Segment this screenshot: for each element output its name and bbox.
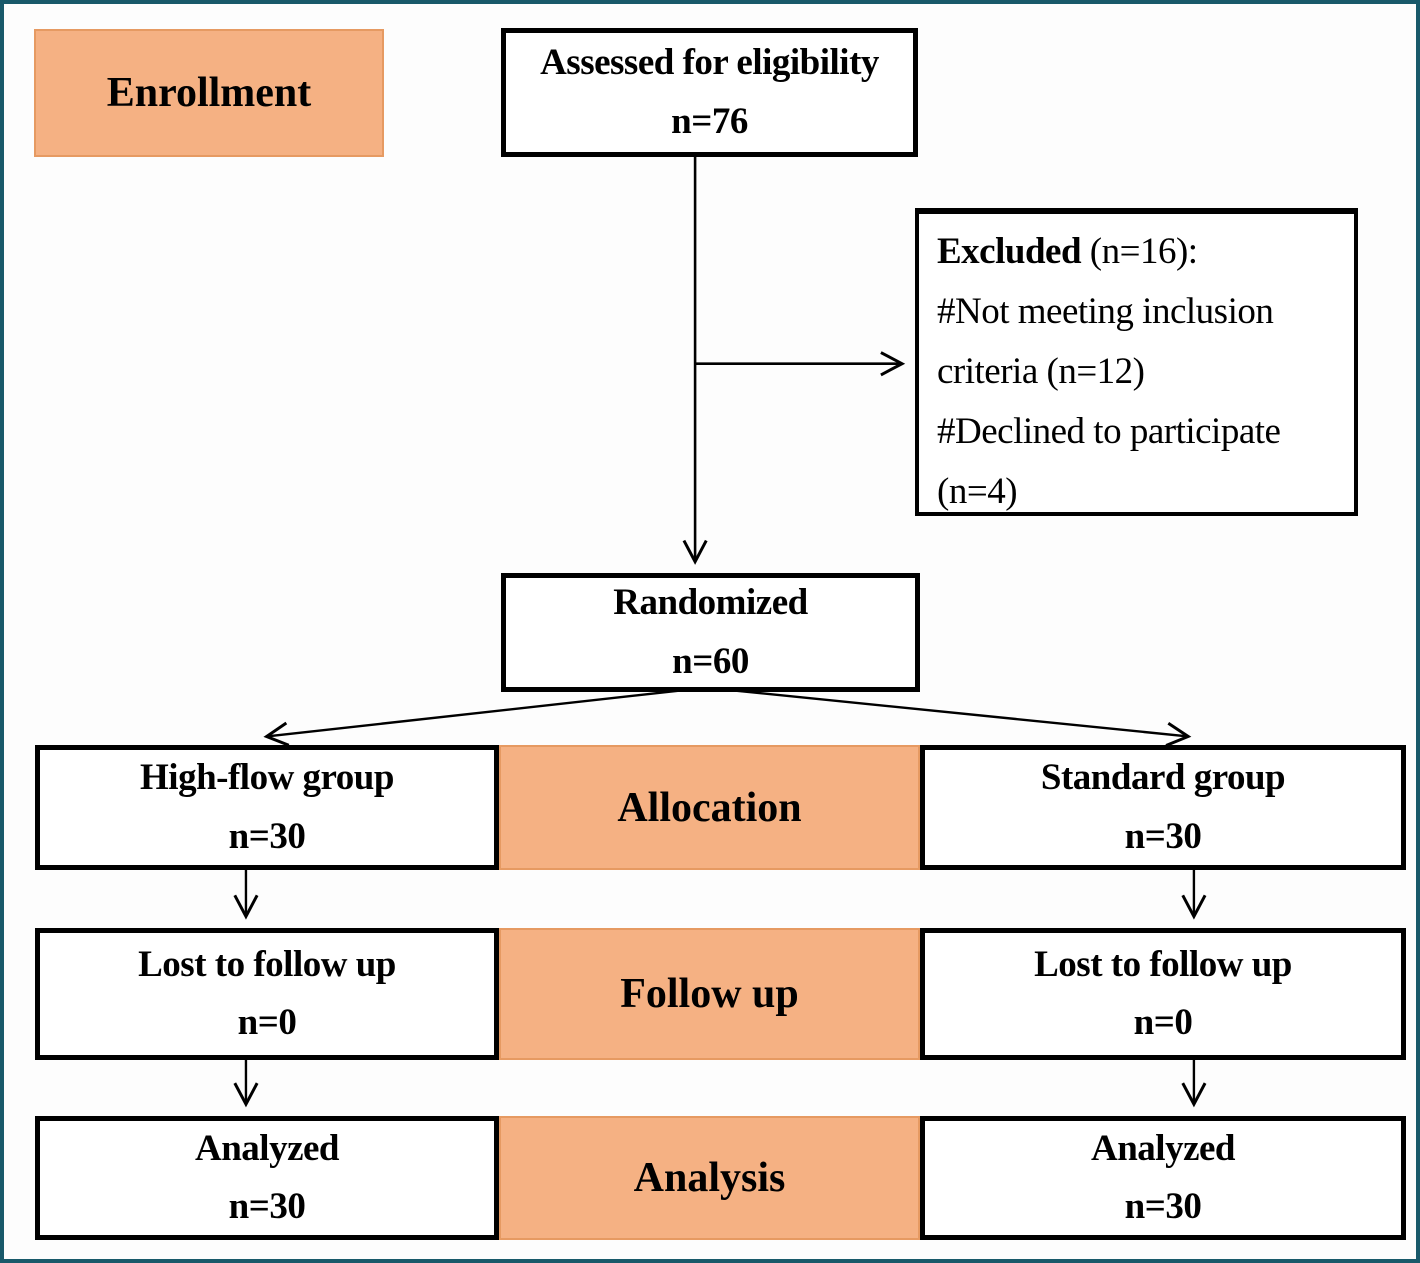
analysis-text: Analysis bbox=[633, 1155, 786, 1201]
analyzed-left-box: Analyzed n=30 bbox=[35, 1116, 499, 1240]
assessed-count: n=76 bbox=[671, 100, 748, 142]
analyzed-right-count: n=30 bbox=[1124, 1186, 1202, 1227]
analyzed-right-box: Analyzed n=30 bbox=[920, 1116, 1406, 1240]
highflow-group-line: High-flow group bbox=[140, 757, 394, 799]
followup-band-label: Follow up bbox=[499, 928, 920, 1060]
lost-followup-left-line: Lost to follow up bbox=[138, 943, 396, 985]
excluded-box: Excluded (n=16): #Not meeting inclusion … bbox=[915, 208, 1358, 516]
arrow-randomized-to-standard bbox=[705, 686, 1192, 747]
lost-followup-right-line: Lost to follow up bbox=[1034, 943, 1292, 985]
analyzed-left-line: Analyzed bbox=[195, 1127, 340, 1169]
highflow-group-box: High-flow group n=30 bbox=[35, 745, 499, 870]
randomized-count: n=60 bbox=[672, 640, 749, 682]
assessed-box: Assessed for eligibility n=76 bbox=[501, 28, 918, 157]
analyzed-left-count: n=30 bbox=[228, 1186, 306, 1227]
arrow-randomized-to-highflow bbox=[263, 686, 707, 747]
allocation-text: Allocation bbox=[617, 784, 802, 831]
standard-group-line: Standard group bbox=[1040, 757, 1286, 799]
excluded-reason-line: criteria (n=12) bbox=[937, 351, 1145, 392]
allocation-band-label: Allocation bbox=[499, 745, 920, 870]
lost-followup-right-count: n=0 bbox=[1133, 1002, 1193, 1043]
excluded-title: Excluded (n=16): bbox=[937, 222, 1348, 282]
enrollment-band-label: Enrollment bbox=[34, 29, 384, 157]
lost-followup-right-box: Lost to follow up n=0 bbox=[920, 928, 1406, 1060]
excluded-title-word: Excluded bbox=[937, 231, 1082, 272]
lost-followup-left-box: Lost to follow up n=0 bbox=[35, 928, 499, 1060]
analysis-band-label: Analysis bbox=[499, 1116, 920, 1240]
standard-group-count: n=30 bbox=[1124, 815, 1202, 857]
excluded-title-count: (n=16): bbox=[1081, 231, 1198, 272]
analyzed-right-line: Analyzed bbox=[1091, 1127, 1236, 1169]
assessed-line: Assessed for eligibility bbox=[540, 42, 879, 84]
randomized-box: Randomized n=60 bbox=[501, 573, 920, 692]
enrollment-text: Enrollment bbox=[106, 70, 312, 116]
followup-text: Follow up bbox=[620, 971, 799, 1017]
lost-followup-left-count: n=0 bbox=[237, 1002, 297, 1043]
excluded-reason-line: (n=4) bbox=[937, 471, 1018, 512]
randomized-line: Randomized bbox=[613, 582, 808, 624]
excluded-reason-line: #Not meeting inclusion bbox=[937, 291, 1274, 332]
highflow-group-count: n=30 bbox=[228, 815, 306, 857]
standard-group-box: Standard group n=30 bbox=[920, 745, 1406, 870]
excluded-reason-line: #Declined to participate bbox=[937, 411, 1281, 452]
